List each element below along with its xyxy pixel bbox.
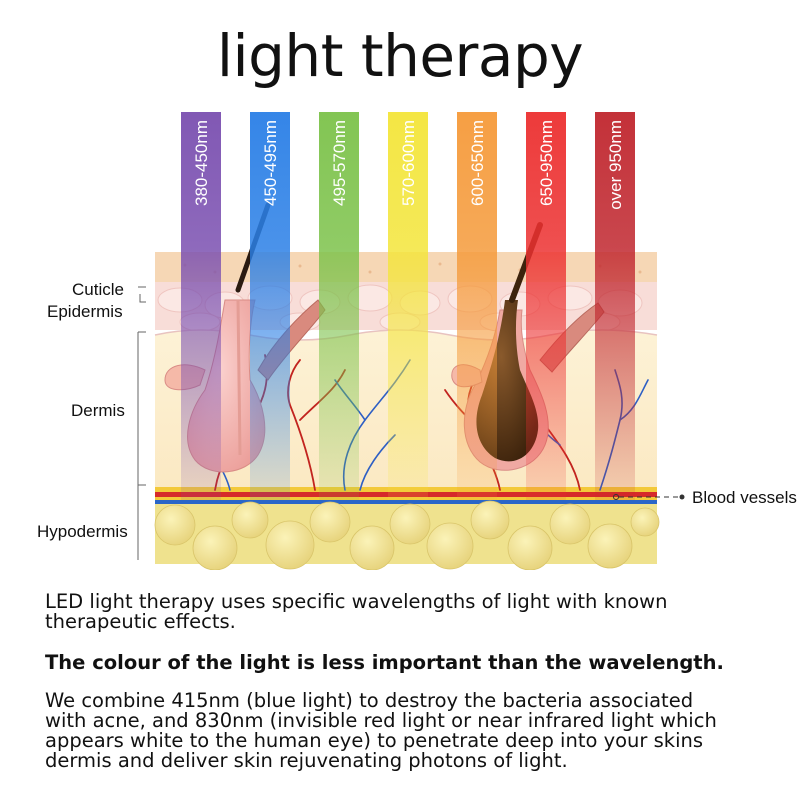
band-label: 380-450nm bbox=[192, 120, 211, 206]
wavelength-bands: 380-450nm 450-495nm 495-570nm 570-600nm 600-… bbox=[181, 112, 635, 500]
intro-line-1: LED light therapy uses specific waveleng… bbox=[45, 590, 668, 613]
label-hypodermis: Hypodermis bbox=[37, 522, 128, 541]
band-label: 570-600nm bbox=[399, 120, 418, 206]
band-column bbox=[319, 112, 359, 500]
skin-diagram: 380-450nm 450-495nm 495-570nm 570-600nm 600-… bbox=[37, 112, 797, 570]
detail-paragraph: We combine 415nm (blue light) to destroy… bbox=[45, 691, 775, 771]
band-column bbox=[250, 112, 290, 500]
intro-line-2: therapeutic effects. bbox=[45, 610, 236, 633]
band-2: 495-570nm bbox=[319, 112, 359, 500]
band-5: 650-950nm bbox=[526, 112, 566, 500]
band-1: 450-495nm bbox=[250, 112, 290, 500]
label-epidermis: Epidermis bbox=[47, 302, 123, 321]
blood-vessels-callout: Blood vessels bbox=[613, 488, 797, 507]
band-column bbox=[595, 112, 635, 500]
intro-paragraph: LED light therapy uses specific waveleng… bbox=[45, 592, 775, 632]
band-6: over 950nm bbox=[595, 112, 635, 500]
band-column bbox=[526, 112, 566, 500]
band-label: 450-495nm bbox=[261, 120, 280, 206]
emphasis-paragraph: The colour of the light is less importan… bbox=[45, 651, 724, 674]
band-0: 380-450nm bbox=[181, 112, 221, 500]
detail-line-4: dermis and deliver skin rejuvenating pho… bbox=[45, 749, 568, 772]
band-column bbox=[388, 112, 428, 500]
label-blood-vessels: Blood vessels bbox=[692, 488, 797, 507]
detail-line-3: appears white to the human eye) to penet… bbox=[45, 729, 704, 752]
label-cuticle: Cuticle bbox=[72, 280, 124, 299]
band-label: 495-570nm bbox=[330, 120, 349, 206]
detail-line-2: with acne, and 830nm (invisible red ligh… bbox=[45, 709, 717, 732]
band-label: 600-650nm bbox=[468, 120, 487, 206]
band-column bbox=[181, 112, 221, 500]
label-dermis: Dermis bbox=[71, 401, 125, 420]
band-column bbox=[457, 112, 497, 500]
detail-line-1: We combine 415nm (blue light) to destroy… bbox=[45, 689, 694, 712]
band-3: 570-600nm bbox=[388, 112, 428, 500]
band-4: 600-650nm bbox=[457, 112, 497, 500]
band-label: over 950nm bbox=[606, 120, 625, 210]
band-label: 650-950nm bbox=[537, 120, 556, 206]
page-title: light therapy bbox=[216, 22, 584, 90]
